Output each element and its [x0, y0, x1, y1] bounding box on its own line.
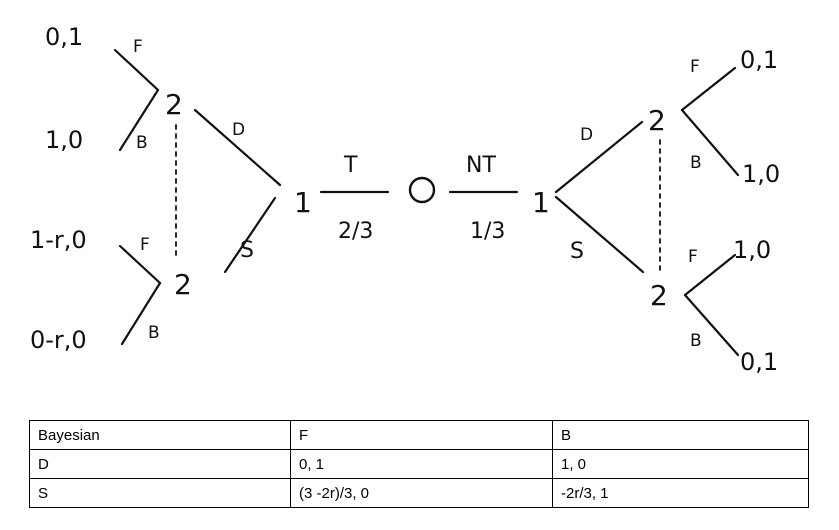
table-header-row: Bayesian F B [29, 420, 809, 450]
prob-nt: 1/3 [470, 219, 505, 244]
action-left-bottom-b: B [148, 323, 160, 343]
payoff-right-bottom-f: 1,0 [733, 236, 771, 264]
action-left-top-b: B [136, 133, 148, 153]
payoff-left-bottom-b: 0-r,0 [30, 326, 87, 354]
action-right-top-b: B [690, 153, 702, 173]
action-right-bottom-b: B [690, 331, 702, 351]
table-cell: 0, 1 [290, 449, 553, 479]
player1-left: 1 [294, 186, 312, 219]
action-left-bottom-f: F [140, 235, 150, 255]
table-cell: S [29, 478, 291, 508]
table-header-cell: B [552, 420, 809, 450]
payoff-left-bottom-f: 1-r,0 [30, 226, 87, 254]
edge-left-d [193, 108, 282, 187]
bayesian-table: Bayesian F B D 0, 1 1, 0 S (3 -2r)/3, 0 … [29, 420, 809, 508]
payoff-right-top-b: 1,0 [742, 160, 780, 188]
table-cell: 1, 0 [552, 449, 809, 479]
edge-right-top-b [680, 108, 740, 177]
player2-left-top: 2 [165, 88, 183, 121]
table-cell: -2r/3, 1 [552, 478, 809, 508]
action-right-s: S [570, 239, 584, 264]
edge-right-bottom-f [683, 253, 737, 297]
edge-left-bottom-b [120, 281, 162, 346]
action-left-d: D [232, 120, 245, 140]
edge-right-top-f [680, 66, 737, 112]
edge-right-d [554, 120, 644, 194]
payoff-right-top-f: 0,1 [740, 46, 778, 74]
game-tree: 0,1 F 1,0 B 2 D 1-r,0 F 2 S 0-r,0 B 1 T … [30, 23, 780, 376]
payoff-left-top-f: 0,1 [45, 23, 83, 51]
edge-left-bottom-f [118, 244, 162, 285]
table-row: S (3 -2r)/3, 0 -2r/3, 1 [29, 478, 809, 508]
action-right-bottom-f: F [688, 247, 698, 267]
action-right-top-f: F [690, 57, 700, 77]
player2-left-bottom: 2 [174, 268, 192, 301]
player2-right-bottom: 2 [650, 279, 668, 312]
edge-left-top-b [118, 88, 160, 152]
table-cell: D [29, 449, 291, 479]
action-right-d: D [580, 125, 593, 145]
table-row: D 0, 1 1, 0 [29, 449, 809, 479]
edge-left-top-f [113, 48, 160, 92]
action-left-s: S [240, 238, 254, 263]
edge-left-s [223, 196, 277, 274]
table-cell: (3 -2r)/3, 0 [290, 478, 553, 508]
edge-right-s [554, 195, 645, 274]
prob-t: 2/3 [338, 219, 373, 244]
player1-right: 1 [532, 186, 550, 219]
payoff-right-bottom-b: 0,1 [740, 348, 778, 376]
move-nt: NT [466, 153, 496, 178]
move-t: T [343, 153, 358, 178]
table-header-cell: F [290, 420, 553, 450]
action-left-top-f: F [133, 37, 143, 57]
table-header-cell: Bayesian [29, 420, 291, 450]
nature-node [408, 176, 436, 204]
player2-right-top: 2 [648, 104, 666, 137]
payoff-left-top-b: 1,0 [45, 126, 83, 154]
edge-right-bottom-b [683, 293, 740, 357]
